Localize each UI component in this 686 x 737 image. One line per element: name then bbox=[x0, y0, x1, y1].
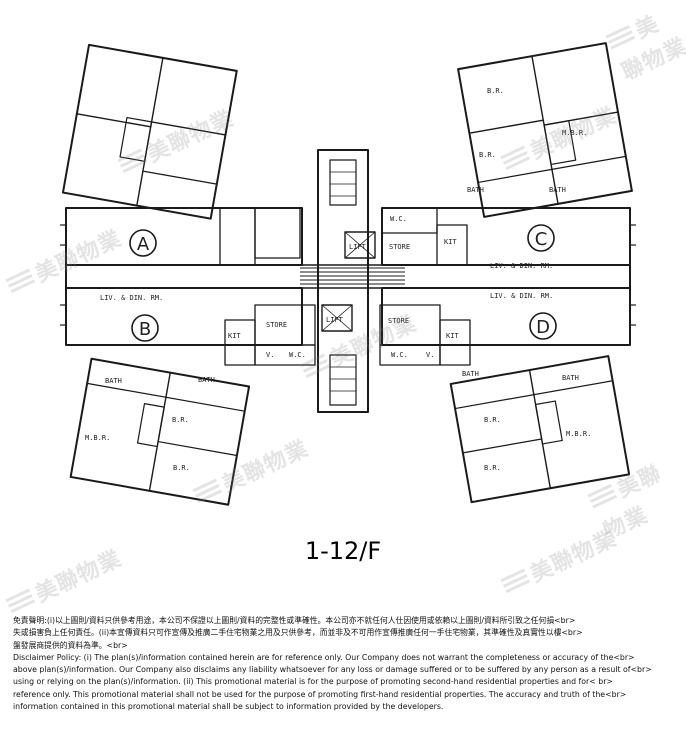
room-label-bath-b1: BATH bbox=[105, 377, 122, 385]
room-label-kit-a: KIT bbox=[228, 332, 241, 340]
unit-d-label: D bbox=[536, 317, 550, 338]
disclaimer-line: reference only. This promotional materia… bbox=[13, 689, 627, 699]
room-label-store-left: STORE bbox=[266, 321, 287, 329]
unit-a-label: A bbox=[137, 234, 150, 255]
disclaimer-line: 失或損害負上任何責任。(ii)本宣傳資料只可作宣傳及推廣二手住宅物業之用及只供參… bbox=[13, 628, 583, 638]
disclaimer-line: information contained in this promotiona… bbox=[13, 702, 444, 712]
room-label-wc-upper: W.C. bbox=[390, 215, 407, 223]
unit-c-label: C bbox=[535, 229, 548, 250]
floor-label: 1-12/F bbox=[304, 537, 382, 565]
unit-c-circle bbox=[527, 224, 555, 252]
room-label-v-left: V. bbox=[266, 351, 274, 359]
room-label-bath-c2: BATH bbox=[549, 186, 566, 194]
room-label-wc-right: W.C. bbox=[391, 351, 408, 359]
unit-d-circle bbox=[529, 312, 557, 340]
floor-plan: A B C D LIV. & DIN. RM. LIV. & DIN. RM. … bbox=[60, 42, 636, 506]
room-label-br-c: B.R. bbox=[487, 87, 504, 95]
floor-plan-drawing: A B C D LIV. & DIN. RM. LIV. & DIN. RM. … bbox=[60, 42, 636, 506]
lift-upper bbox=[344, 231, 376, 259]
lift-core bbox=[317, 149, 369, 413]
unit-b-label: B bbox=[139, 319, 151, 340]
room-label-living-b: LIV. & DIN. RM. bbox=[100, 294, 163, 302]
room-label-mbr-c: M.B.R. bbox=[562, 129, 587, 137]
disclaimer-line: 免責聲明:(i)以上圖則/資料只供參考用途，本公司不保證以上圖則/資料的完整性或… bbox=[13, 616, 576, 625]
room-label-lift-lower: LIFT bbox=[326, 316, 344, 324]
disclaimer: 免責聲明:(i)以上圖則/資料只供參考用途，本公司不保證以上圖則/資料的完整性或… bbox=[13, 615, 675, 713]
unit-a-circle bbox=[129, 229, 157, 257]
room-label-br-b1: B.R. bbox=[172, 416, 189, 424]
corridor-outline bbox=[65, 207, 303, 266]
disclaimer-line: using or relying on the plan(s)/informat… bbox=[13, 677, 613, 687]
room-label-bath-c1: BATH bbox=[467, 186, 484, 194]
room-label-store-right: STORE bbox=[388, 317, 409, 325]
room-label-lift-upper: LIFT bbox=[349, 243, 367, 251]
room-label-bath-d2: BATH bbox=[562, 374, 579, 382]
room-label-living-c: LIV. & DIN. RM. bbox=[490, 262, 553, 270]
room-label-wc-left: W.C. bbox=[289, 351, 306, 359]
disclaimer-line: 盤發展商提供的資料為準。<br> bbox=[13, 640, 128, 650]
room-label-mbr-d: M.B.R. bbox=[566, 430, 591, 438]
room-label-store-upper: STORE bbox=[389, 243, 410, 251]
midland-logo-icon bbox=[4, 587, 36, 616]
room-label-br-d1: B.R. bbox=[484, 416, 501, 424]
disclaimer-line: Disclaimer Policy: (i) The plan(s)/infor… bbox=[13, 652, 635, 662]
room-label-bath-d1: BATH bbox=[462, 370, 479, 378]
room-label-br2-c: B.R. bbox=[479, 151, 496, 159]
room-label-v-right: V. bbox=[426, 351, 434, 359]
room-label-br-d2: B.R. bbox=[484, 464, 501, 472]
unit-b-circle bbox=[131, 314, 159, 342]
disclaimer-line: above plan(s)/information. Our Company a… bbox=[13, 665, 652, 675]
room-label-kit-c: KIT bbox=[444, 238, 457, 246]
room-label-br-b2: B.R. bbox=[173, 464, 190, 472]
room-label-mbr-b: M.B.R. bbox=[85, 434, 110, 442]
room-label-living-d: LIV. & DIN. RM. bbox=[490, 292, 553, 300]
lift-lower bbox=[321, 304, 353, 332]
room-label-bath-b2: BATH bbox=[198, 376, 215, 384]
midland-logo-icon bbox=[499, 567, 531, 596]
room-label-kit-d: KIT bbox=[446, 332, 459, 340]
